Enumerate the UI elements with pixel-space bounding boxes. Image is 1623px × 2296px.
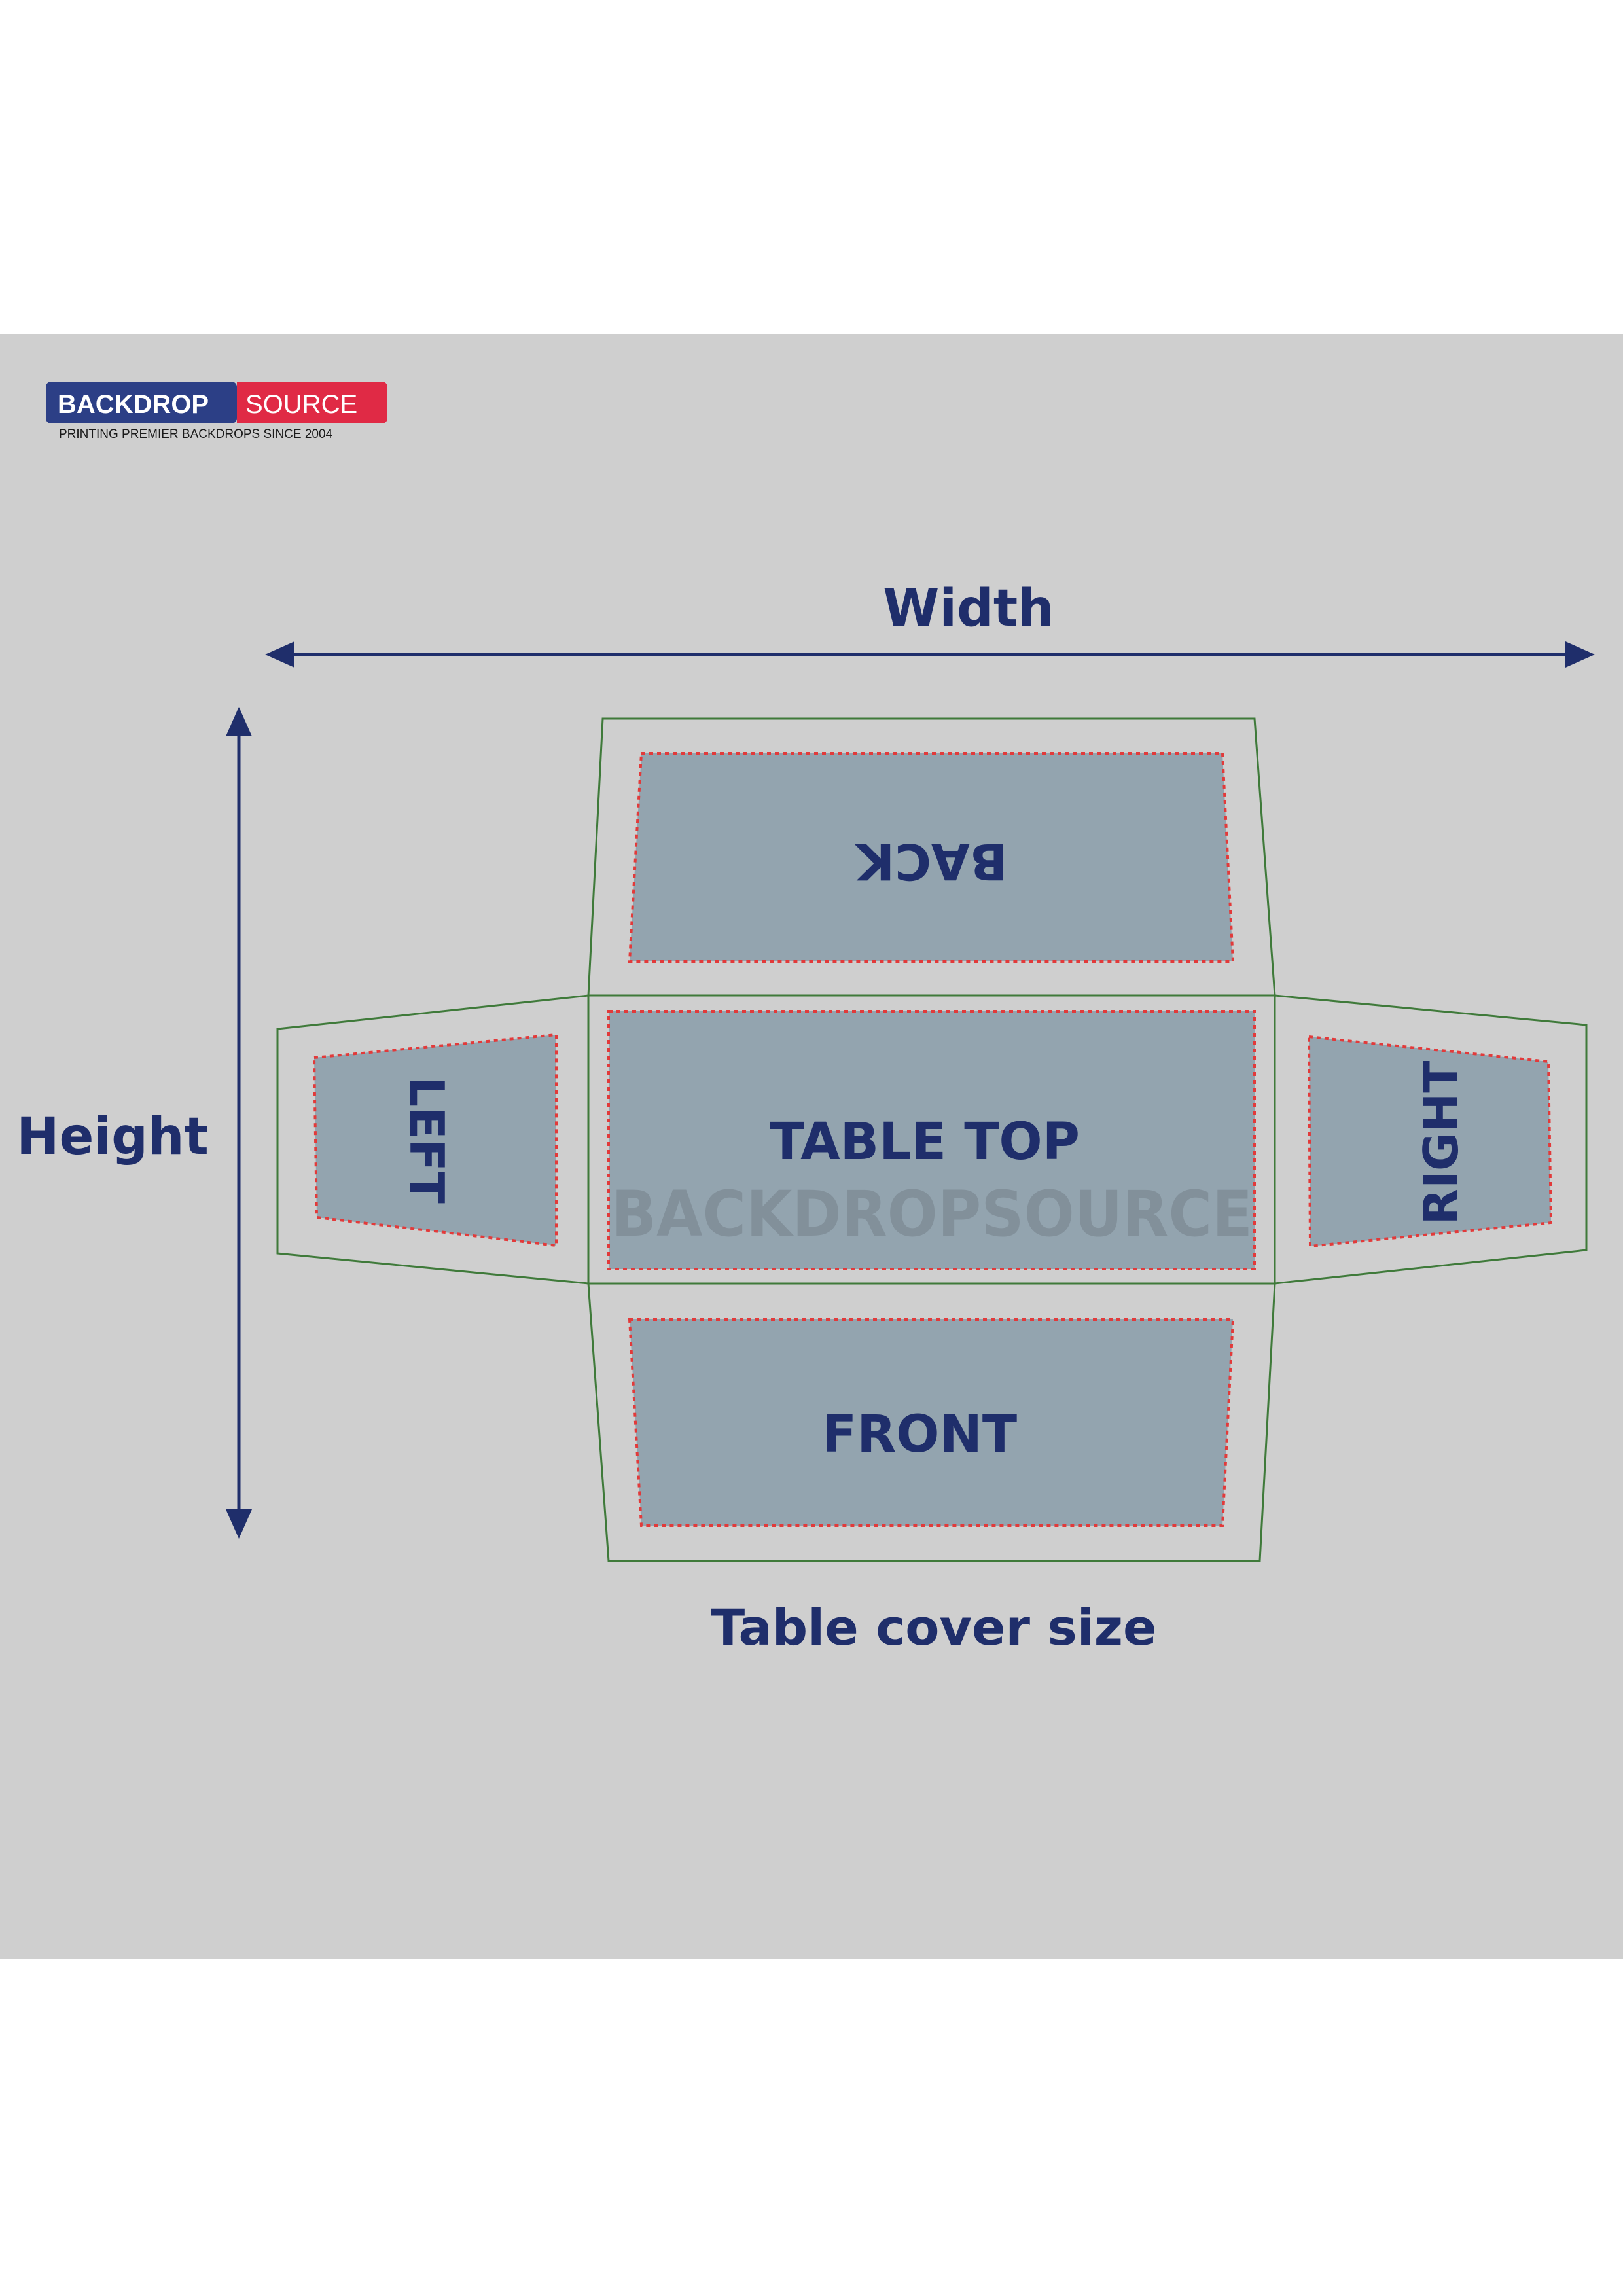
height-label: Height xyxy=(16,1107,209,1166)
logo-blue-block xyxy=(46,382,237,423)
logo-brand-part2: SOURCE xyxy=(245,390,357,419)
front-label: FRONT xyxy=(822,1405,1017,1464)
logo-brand-part1: BACKDROP xyxy=(58,390,209,419)
table-top-print-area xyxy=(607,1010,1256,1270)
logo-red-block xyxy=(237,382,387,423)
left-print-area xyxy=(312,1033,558,1247)
width-label: Width xyxy=(883,579,1054,638)
logo-tagline: PRINTING PREMIER BACKDROPS SINCE 2004 xyxy=(59,427,333,441)
diagram-caption: Table cover size xyxy=(711,1598,1156,1657)
print-areas xyxy=(312,752,1553,1527)
table-top-outline xyxy=(587,994,1276,1285)
right-print-area xyxy=(1307,1035,1553,1248)
brand-logo: BACKDROP SOURCE PRINTING PREMIER BACKDRO… xyxy=(46,382,387,441)
watermark-text: BACKDROPSOURCE xyxy=(611,1177,1253,1251)
back-print-area xyxy=(628,752,1235,963)
back-label: BACK xyxy=(854,833,1008,891)
front-print-area xyxy=(628,1318,1235,1527)
left-label: LEFT xyxy=(399,1077,454,1203)
cover-outline xyxy=(276,717,1588,1562)
table-top-label: TABLE TOP xyxy=(770,1113,1080,1172)
right-label: RIGHT xyxy=(1414,1061,1469,1225)
